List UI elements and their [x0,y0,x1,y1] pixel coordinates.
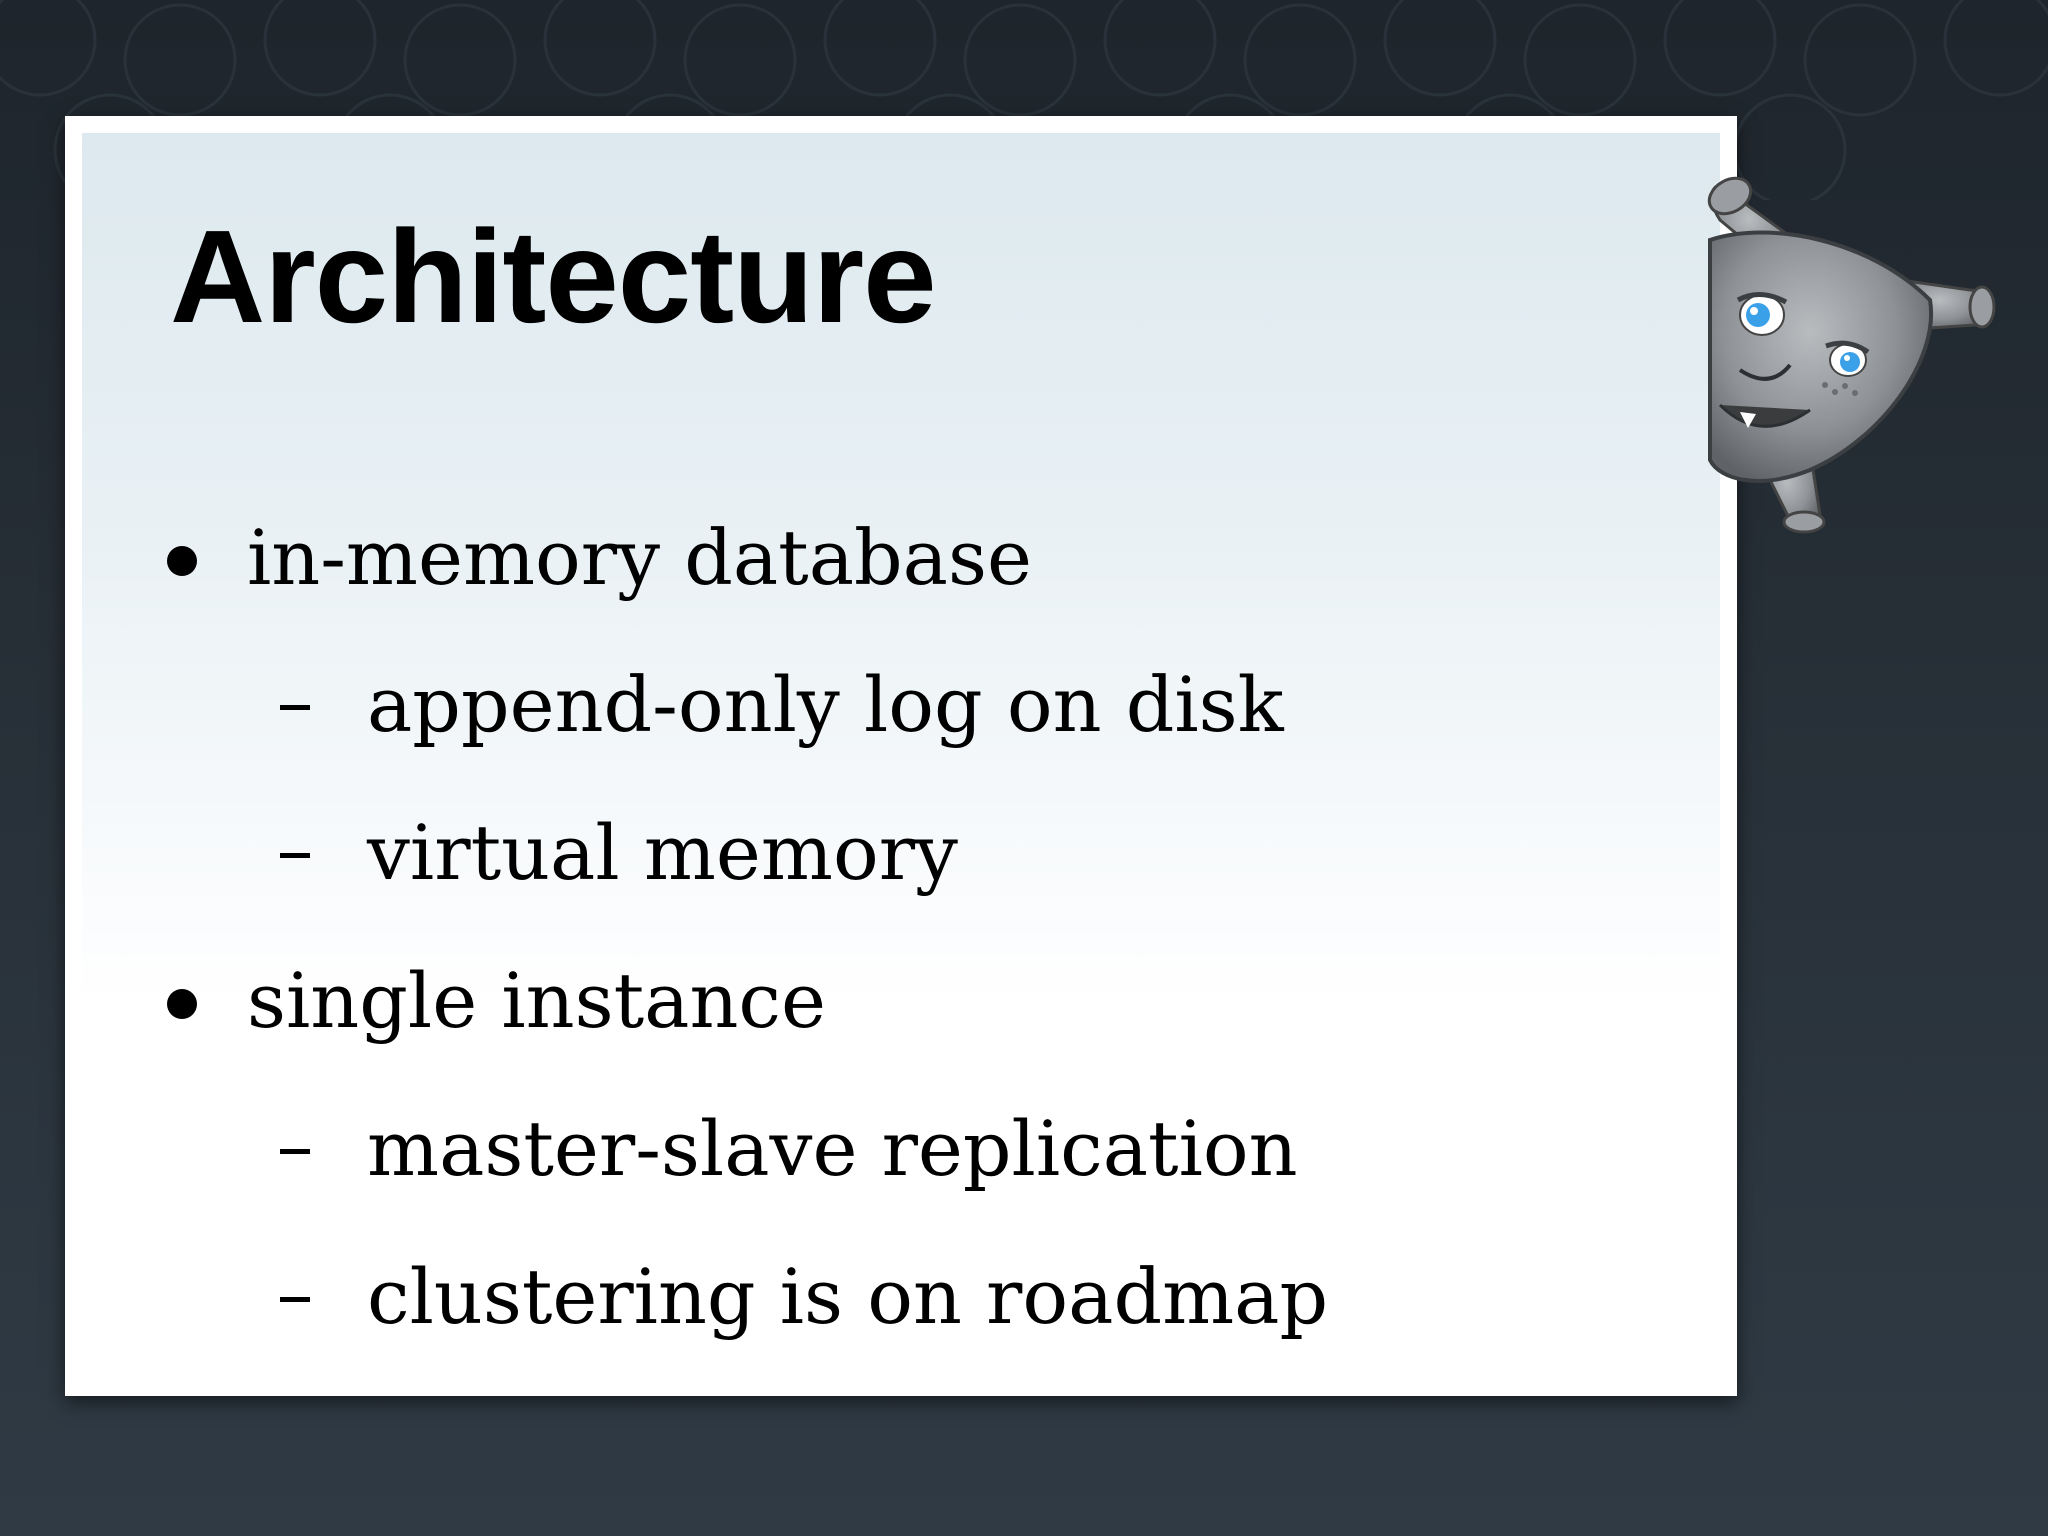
cartoon-creature-mascot-icon [1707,176,1996,534]
sub-bullet-text: virtual memory [367,808,958,897]
sub-bullet-text: master-slave replication [367,1104,1298,1193]
bullet-text: in-memory database [247,513,1032,602]
slide-content-area: Architecture in-memory database append-o… [82,133,1720,1379]
bullet-dot-icon [167,989,197,1019]
slide-card: Architecture in-memory database append-o… [65,116,1737,1396]
dash-icon [280,1149,310,1154]
dash-icon [280,1297,310,1302]
bullet-dot-icon [167,546,197,576]
sub-bullet-text: clustering is on roadmap [367,1252,1329,1341]
slide-title: Architecture [170,203,937,350]
bullet-text: single instance [247,956,826,1045]
sub-bullet-text: append-only log on disk [367,660,1284,749]
dash-icon [280,705,310,710]
dash-icon [280,853,310,858]
